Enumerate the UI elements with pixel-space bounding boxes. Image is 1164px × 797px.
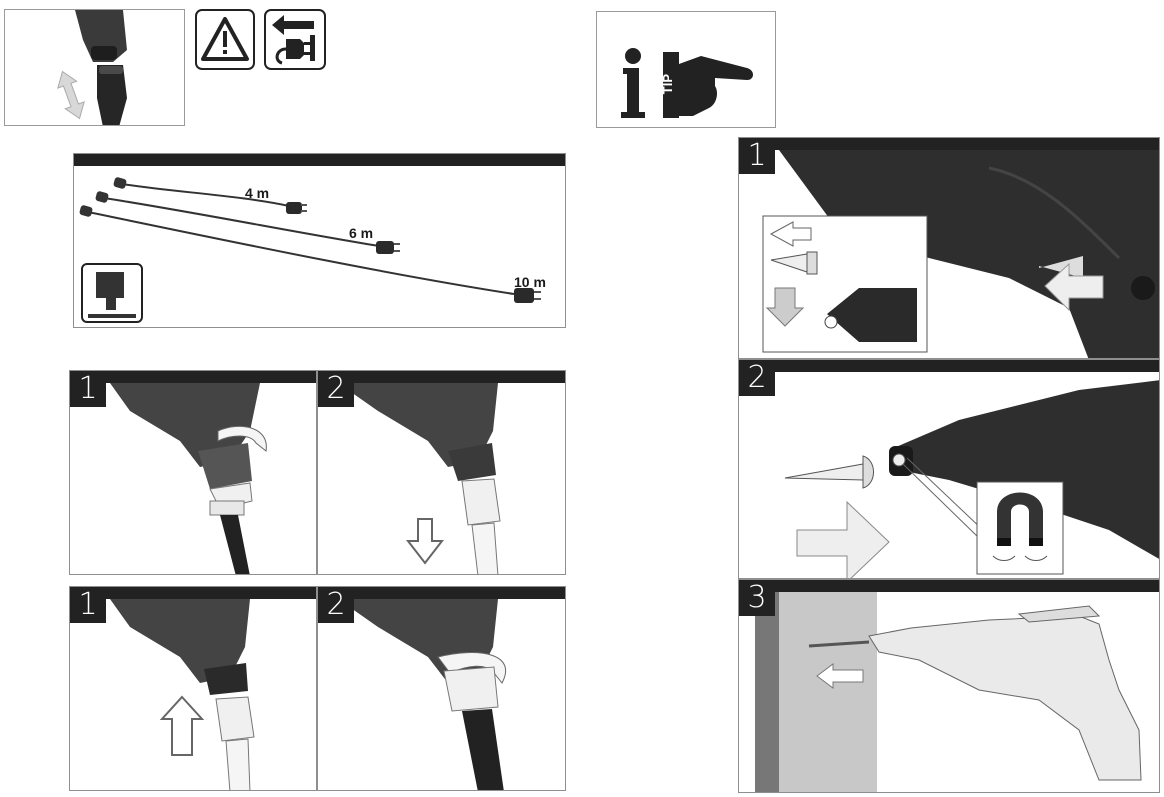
disconnect-step-2-illustration bbox=[338, 599, 507, 790]
step-number: 1 bbox=[70, 587, 106, 623]
screw-icon bbox=[784, 455, 874, 489]
tip-panel: TIP bbox=[596, 11, 776, 128]
step-number: 2 bbox=[318, 371, 354, 407]
info-icon bbox=[621, 48, 645, 118]
arrow-left-icon bbox=[769, 221, 812, 247]
tip-label: TIP bbox=[660, 74, 675, 95]
cable-label-4m: 4 m bbox=[245, 185, 270, 201]
connect-step-1-panel: 1 bbox=[69, 370, 317, 575]
tip-step-3-panel: 3 bbox=[738, 579, 1160, 793]
panel-header-bar bbox=[70, 371, 316, 383]
tip-step-3-illustration bbox=[755, 592, 1142, 792]
tip-step-2-illustration bbox=[784, 380, 1159, 578]
panel-header-bar bbox=[318, 587, 565, 599]
cable-label-6m: 6 m bbox=[349, 225, 374, 241]
panel-header-bar bbox=[70, 587, 316, 599]
screw-icon bbox=[770, 251, 818, 275]
pointing-hand-icon bbox=[663, 52, 753, 118]
unplug-icon bbox=[264, 9, 326, 70]
panel-header-bar bbox=[739, 580, 1159, 592]
cable-connector-thumbnail bbox=[4, 9, 185, 126]
warning-icon bbox=[195, 9, 255, 70]
step-number: 2 bbox=[739, 360, 775, 396]
cable-label-10m: 10 m bbox=[514, 274, 546, 290]
disconnect-step-1-panel: 1 bbox=[69, 586, 317, 791]
step-number: 3 bbox=[739, 580, 775, 616]
arrow-right-icon bbox=[796, 500, 890, 578]
connect-step-2-panel: 2 bbox=[317, 370, 566, 575]
cable-lengths-panel: 4 m 6 m 10 m bbox=[73, 153, 566, 328]
disconnect-step-2-panel: 2 bbox=[317, 586, 566, 791]
tip-step-2-panel: 2 bbox=[738, 359, 1160, 579]
disconnect-step-1-illustration bbox=[110, 599, 255, 790]
cables-illustration bbox=[79, 177, 541, 323]
connect-step-1-illustration bbox=[110, 383, 267, 574]
panel-header-bar bbox=[74, 154, 565, 166]
arrow-up-icon bbox=[159, 695, 205, 756]
panel-header-bar bbox=[739, 360, 1159, 372]
step-number: 1 bbox=[739, 138, 775, 174]
panel-header-bar bbox=[318, 371, 565, 383]
tip-step-1-illustration bbox=[762, 150, 1159, 358]
step-number: 1 bbox=[70, 371, 106, 407]
tip-step-1-panel: 1 bbox=[738, 137, 1160, 359]
step-number: 2 bbox=[318, 587, 354, 623]
panel-header-bar bbox=[739, 138, 1159, 150]
connect-step-2-illustration bbox=[338, 383, 501, 574]
screwdriver-icon bbox=[808, 605, 1142, 781]
connector-illustration bbox=[57, 10, 127, 125]
magnet-icon bbox=[976, 481, 1064, 575]
arrow-left-icon bbox=[1044, 262, 1104, 312]
arrow-down-icon bbox=[405, 518, 445, 565]
arrow-left-icon bbox=[816, 663, 864, 689]
